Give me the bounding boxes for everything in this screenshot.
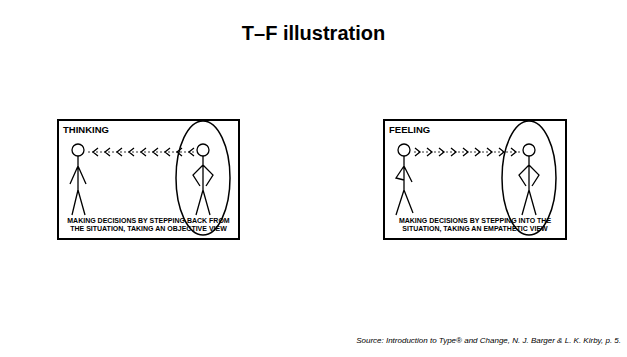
panel-box: FEELING MAKING DECISIONS BY STEPPING INTO… — [383, 119, 567, 240]
figure-head — [72, 144, 84, 156]
figure-body — [519, 156, 539, 215]
figure-body — [193, 156, 213, 215]
figure-body — [70, 156, 86, 215]
figure-head — [523, 144, 535, 156]
chevron-arrows — [93, 148, 194, 156]
slide-title: T–F illustration — [0, 22, 627, 45]
panel-description: MAKING DECISIONS BY STEPPING BACK FROM T… — [63, 217, 234, 235]
figure-head — [398, 144, 410, 156]
panel-heading: THINKING — [63, 124, 109, 135]
dotted-line — [414, 152, 522, 153]
panel-description: MAKING DECISIONS BY STEPPING INTO THE SI… — [389, 217, 561, 235]
panel-box: THINKING MAKING DECISIONS BY STEPPING BAC… — [57, 119, 240, 240]
chevron-arrows — [415, 148, 516, 156]
dotted-line — [88, 152, 195, 153]
figure-head — [197, 144, 209, 156]
figure-body — [396, 156, 413, 215]
source-caption: Source: Introduction to Type® and Change… — [221, 336, 621, 345]
panel-heading: FEELING — [389, 124, 430, 135]
